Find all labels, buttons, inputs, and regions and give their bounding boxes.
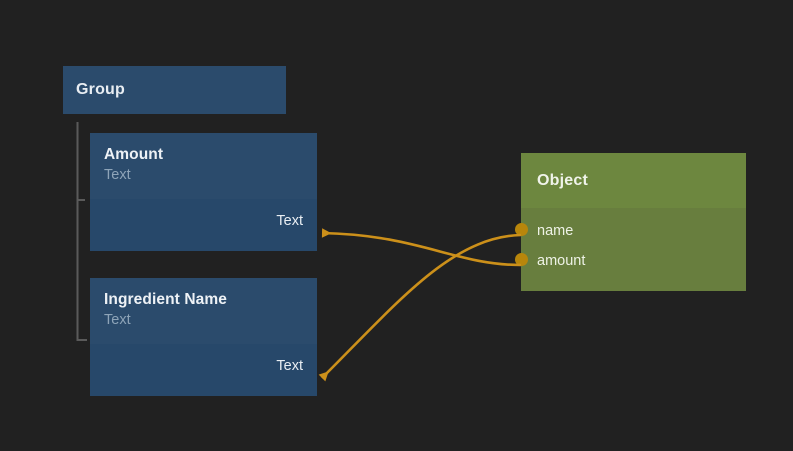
group-header[interactable]: Group — [63, 66, 286, 114]
node-amount-output-port[interactable]: Text — [276, 213, 303, 229]
node-object-port-amount[interactable]: amount — [537, 253, 586, 269]
node-ingredient-name-subtitle: Text — [104, 312, 131, 328]
node-ingredient-name-output-port[interactable]: Text — [276, 358, 303, 374]
port-dot-name[interactable] — [515, 223, 528, 236]
node-amount[interactable]: Amount Text Text — [90, 133, 317, 251]
node-amount-body: Text — [90, 199, 317, 251]
node-object-port-name[interactable]: name — [537, 223, 574, 239]
node-object-title: Object — [537, 171, 588, 189]
edge-amount-to-amount — [321, 228, 522, 267]
group-bracket-connector — [76, 122, 87, 341]
node-object-header[interactable]: Object — [521, 153, 746, 208]
node-object[interactable]: Object name amount — [515, 153, 746, 291]
node-ingredient-name-body: Text — [90, 344, 317, 396]
node-amount-title: Amount — [104, 146, 164, 163]
edge-name-to-ingredient — [318, 233, 522, 382]
node-amount-header[interactable]: Amount Text — [90, 133, 317, 199]
node-ingredient-name[interactable]: Ingredient Name Text Text — [90, 278, 317, 396]
node-amount-subtitle: Text — [104, 167, 131, 183]
node-ingredient-name-title: Ingredient Name — [104, 291, 227, 308]
group-title: Group — [76, 81, 125, 98]
node-object-body: name amount — [515, 208, 746, 291]
node-ingredient-name-header[interactable]: Ingredient Name Text — [90, 278, 317, 344]
port-dot-amount[interactable] — [515, 253, 528, 266]
